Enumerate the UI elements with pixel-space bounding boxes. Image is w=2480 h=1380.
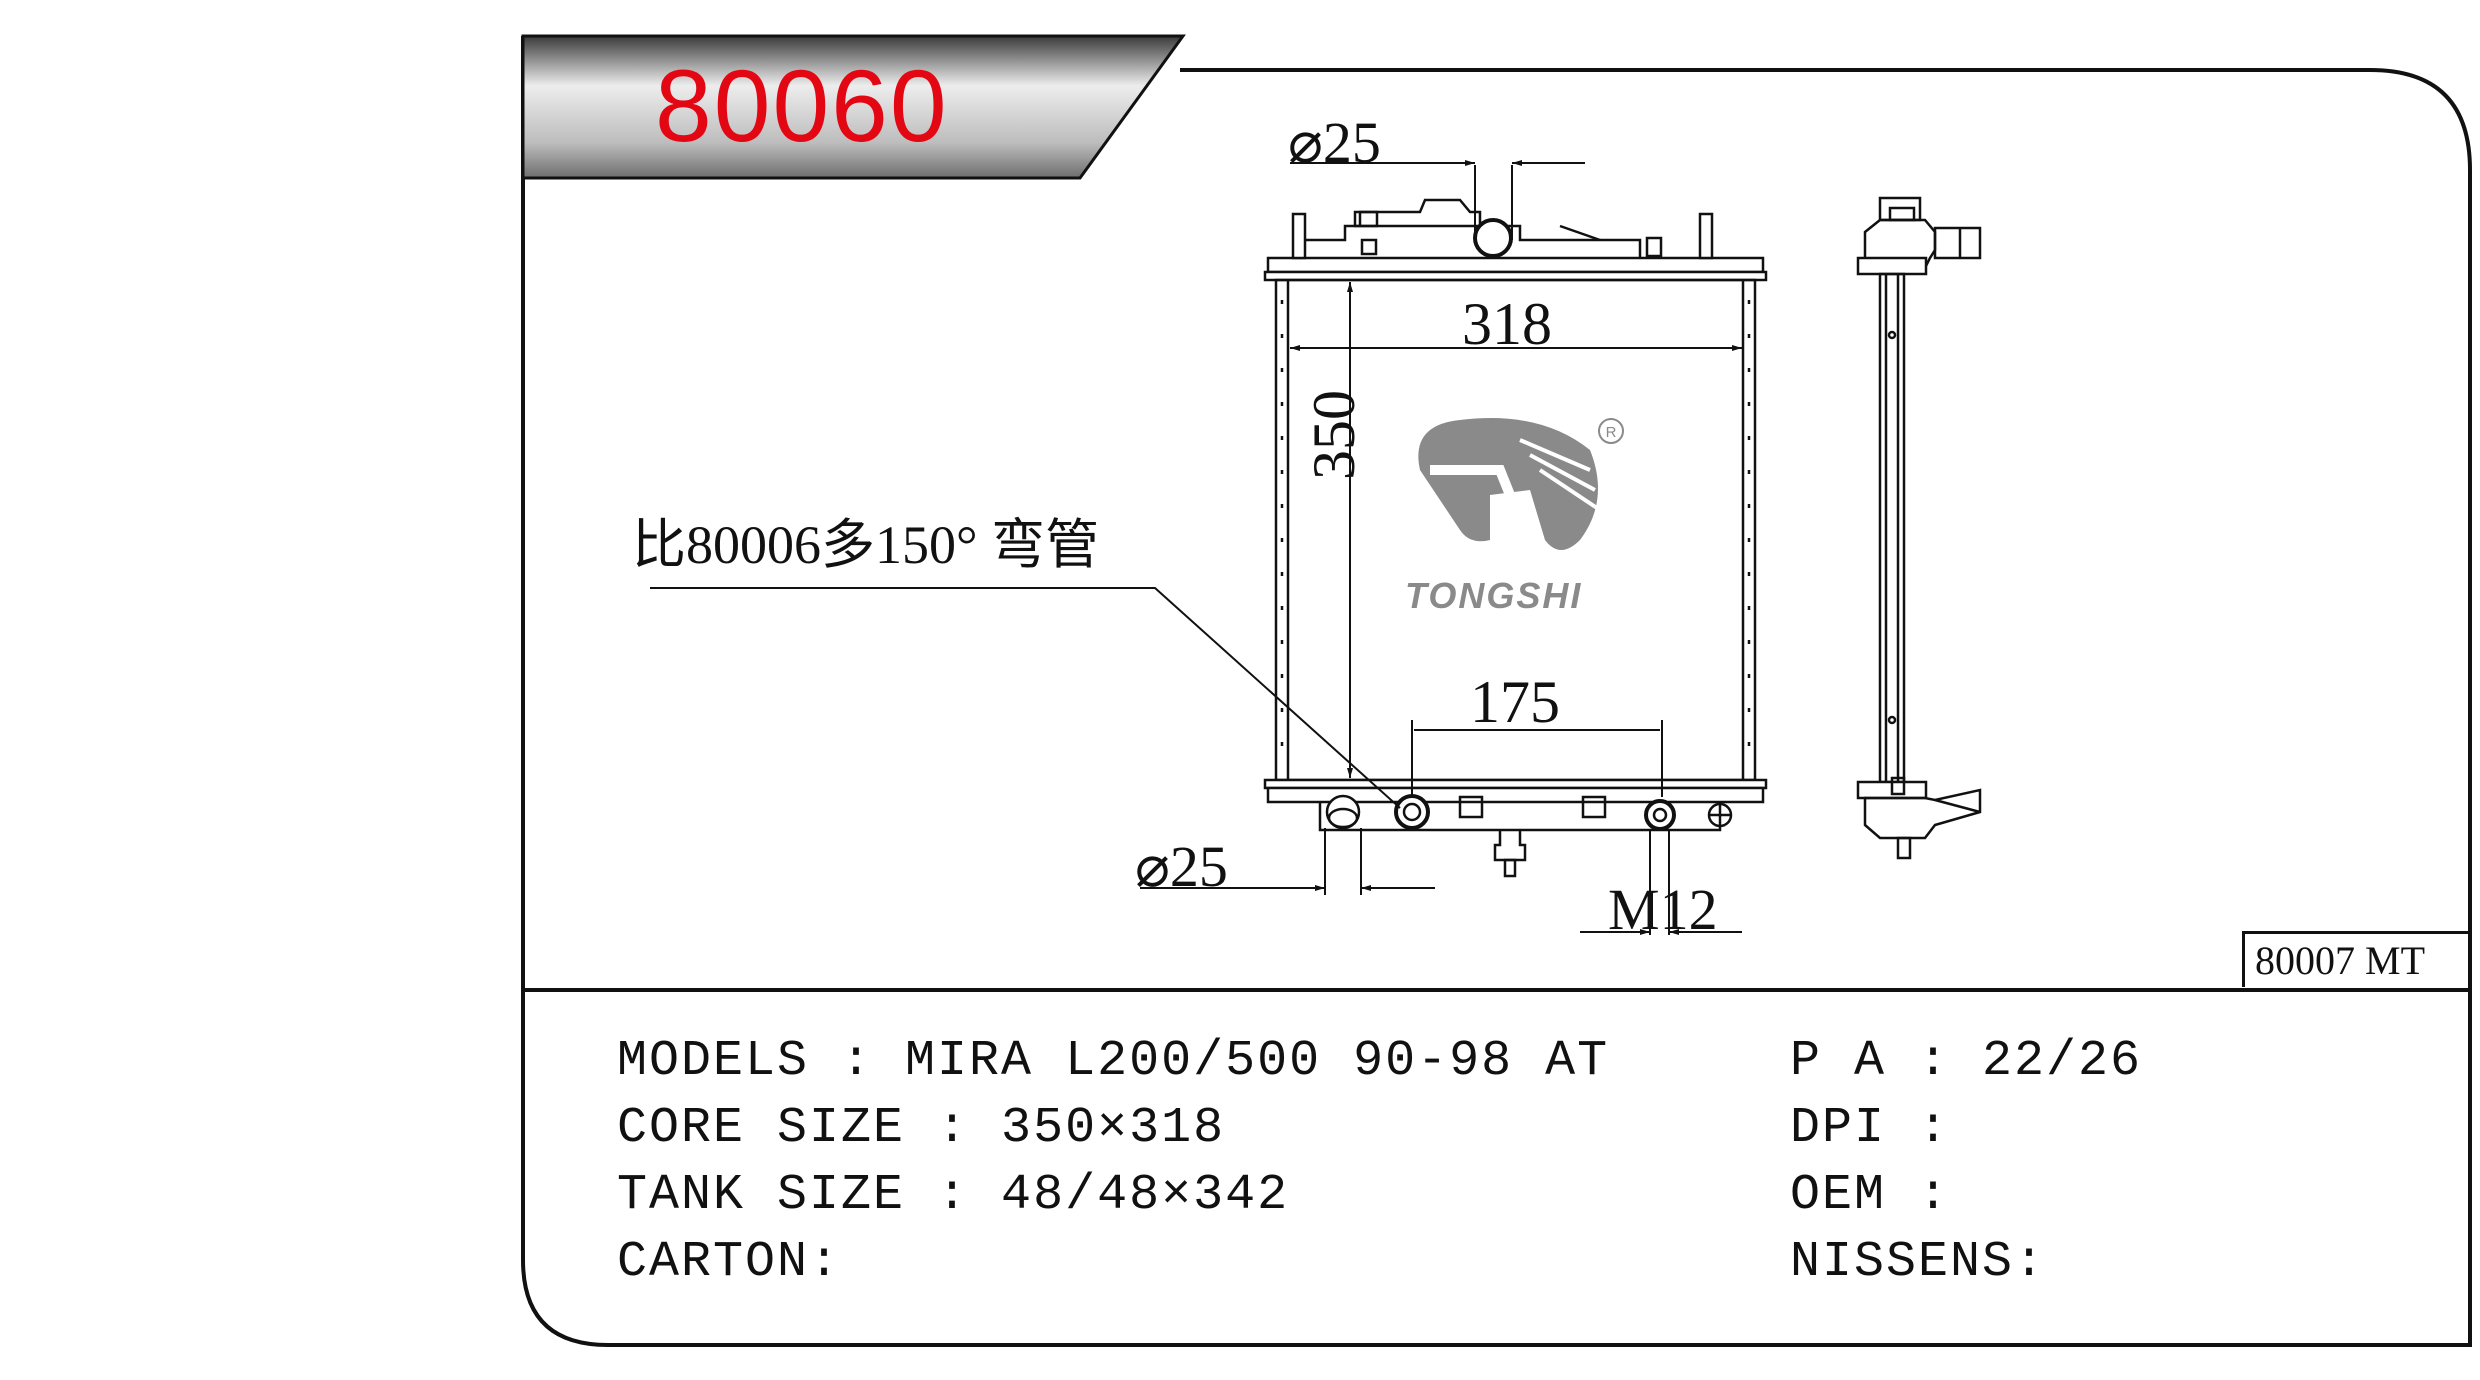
dimension-lines	[650, 160, 1742, 935]
registered-mark	[1598, 418, 1624, 444]
reference-code: 80007 MT	[2255, 938, 2425, 983]
spec-oem: OEM :	[1790, 1167, 1951, 1224]
spec-dpi: DPI :	[1790, 1100, 1951, 1157]
bend-note: 比80006多150° 弯管	[632, 515, 1100, 575]
tongshi-logo: R	[1418, 418, 1624, 550]
dim-spacing: 175	[1470, 669, 1560, 735]
outer-frame	[521, 36, 2472, 1347]
spec-pa: P A : 22/26	[1790, 1033, 2143, 1090]
header-tab	[521, 34, 1186, 180]
dim-drain: M12	[1608, 877, 1718, 942]
spec-models: MODELS : MIRA L200/500 90-98 AT	[617, 1033, 1610, 1090]
radiator-side-view	[1856, 196, 1982, 860]
dim-outlet-bottom: ⌀25	[1135, 834, 1228, 899]
part-number: 80060	[655, 49, 949, 163]
spec-tank-size: TANK SIZE : 48/48×342	[617, 1167, 1290, 1224]
dim-inlet-top: ⌀25	[1288, 110, 1381, 175]
brand-name: TONGSHI	[1405, 575, 1583, 616]
reference-box	[2242, 931, 2472, 987]
dim-height: 350	[1301, 390, 1367, 480]
spec-nissens: NISSENS:	[1790, 1234, 2047, 1291]
spec-carton: CARTON:	[617, 1234, 842, 1291]
radiator-front-view	[1263, 198, 1768, 878]
svg-text:R: R	[1606, 424, 1617, 441]
dim-width: 318	[1462, 291, 1552, 357]
spec-core-size: CORE SIZE : 350×318	[617, 1100, 1226, 1157]
